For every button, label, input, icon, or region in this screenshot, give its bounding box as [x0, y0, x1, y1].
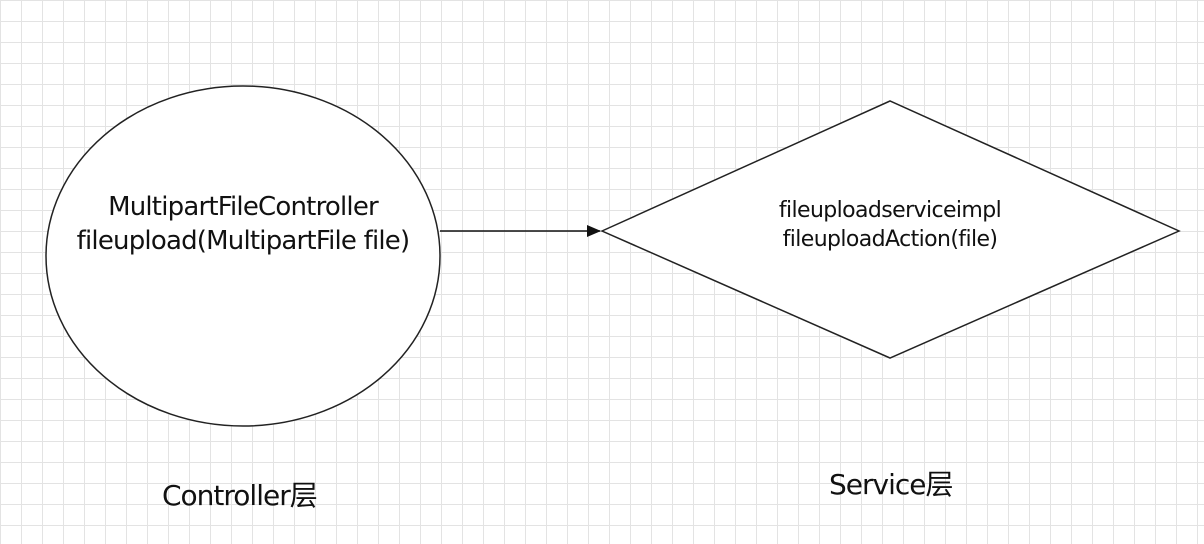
service-label: fileuploadserviceimpl fileuploadAction(f… — [700, 197, 1080, 254]
controller-class-name: MultipartFileController — [108, 192, 379, 222]
controller-method: fileupload(MultipartFile file) — [76, 225, 410, 256]
service-layer-caption: Service层 — [829, 468, 953, 501]
controller-layer-caption: Controller层 — [162, 479, 318, 512]
service-class-name: fileuploadserviceimpl — [778, 198, 1002, 223]
controller-label: MultipartFileController fileupload(Multi… — [48, 191, 438, 259]
controller-circle[interactable] — [45, 85, 441, 427]
service-method: fileuploadAction(file) — [782, 226, 998, 252]
service-diamond[interactable] — [600, 100, 1181, 359]
